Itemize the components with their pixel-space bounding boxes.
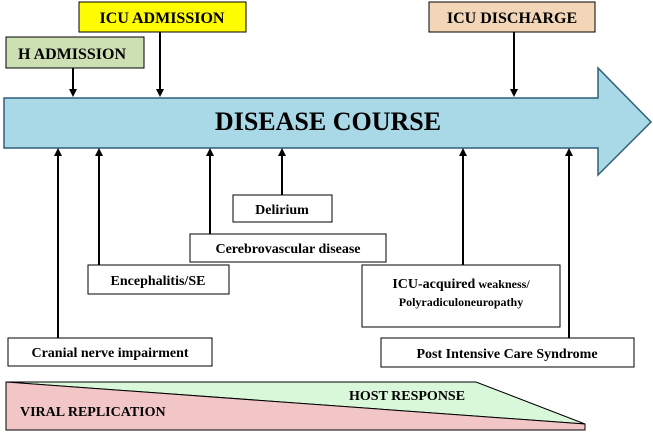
icu-discharge-milestone: ICU DISCHARGE [428,1,596,97]
delirium-item: Delirium [232,194,333,223]
pics-box [380,337,635,368]
cerebrovascular-label: Cerebrovascular disease [215,242,360,257]
icu-weakness-line1: ICU-acquired weakness/ [392,277,530,292]
delirium-label: Delirium [255,203,309,218]
icu-weakness-box [361,264,561,328]
encephalitis-box [87,264,230,295]
icu-weakness-line1-b: weakness/ [475,277,530,291]
h-admission-milestone: H ADMISSION [5,36,145,97]
encephalitis-label: Encephalitis/SE [111,274,206,289]
cranial-nerve-box [7,337,213,367]
host-response-label: HOST RESPONSE [349,389,465,404]
cerebrovascular-box [189,233,387,263]
icu-weakness-line1-a: ICU-acquired [392,277,475,292]
h-admission-box [5,36,145,69]
pics-item: Post Intensive Care Syndrome [380,337,635,368]
icu-admission-milestone: ICU ADMISSION [78,1,247,97]
icu-weakness-line2: Polyradiculoneuropathy [399,295,523,309]
delirium-box [232,194,333,223]
h-admission-label: H ADMISSION [18,46,126,63]
encephalitis-item: Encephalitis/SE [87,264,230,295]
icu-weakness-item: ICU-acquired weakness/ Polyradiculoneuro… [361,264,561,328]
cerebrovascular-item: Cerebrovascular disease [189,233,387,263]
viral-replication-band [5,381,586,431]
cranial-nerve-item: Cranial nerve impairment [7,337,213,367]
icu-discharge-box [428,1,596,33]
disease-course-title: DISEASE COURSE [215,107,441,136]
icu-admission-box [78,1,247,33]
viral-replication-label: VIRAL REPLICATION [20,405,166,420]
icu-discharge-label: ICU DISCHARGE [447,10,577,27]
cranial-nerve-label: Cranial nerve impairment [31,346,188,361]
pics-label: Post Intensive Care Syndrome [416,347,597,362]
icu-admission-label: ICU ADMISSION [100,10,225,27]
